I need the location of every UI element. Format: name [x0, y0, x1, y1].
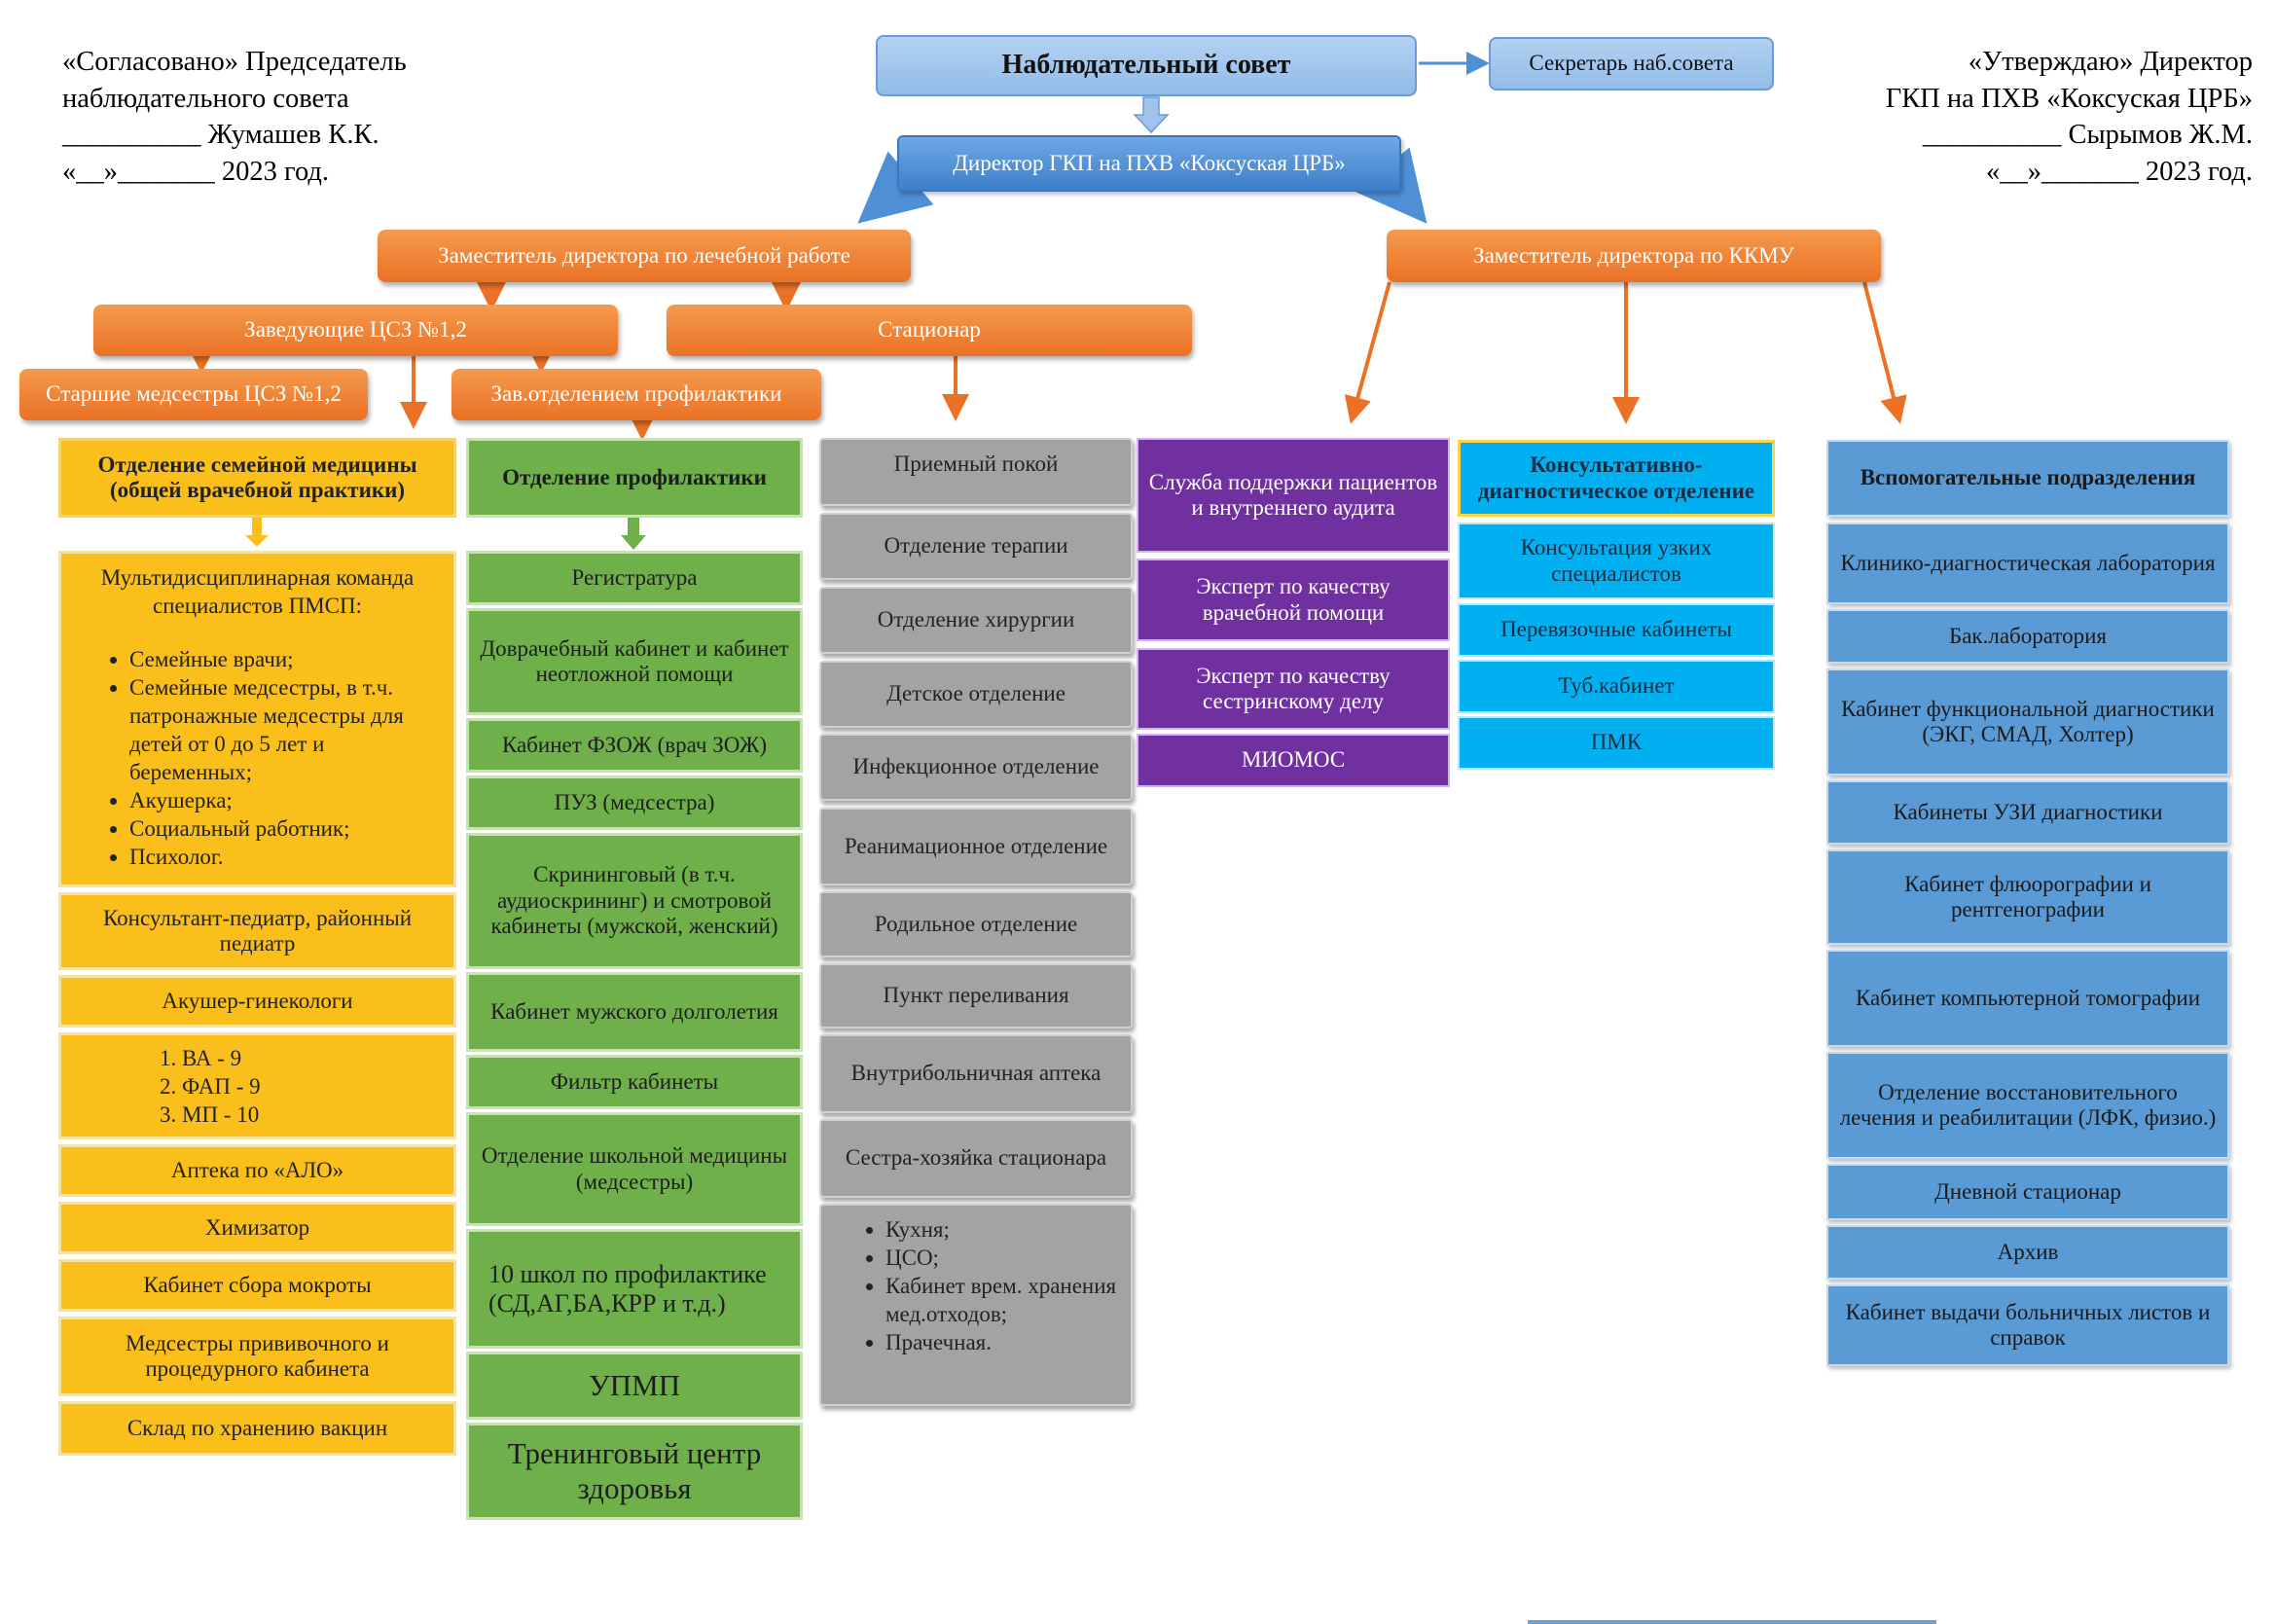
approval-right-line: ГКП на ПХВ «Коксуская ЦРБ» — [1885, 83, 2253, 114]
auxiliary-item: Кабинет выдачи больничных листов и справ… — [1826, 1284, 2229, 1366]
sputum-cabinet-box: Кабинет сбора мокроты — [58, 1259, 456, 1312]
prevention-item: Регистратура — [466, 551, 803, 605]
prevention-item: 10 школ по профилактике (СД,АГ,БА,КРР и … — [466, 1229, 803, 1349]
obstetricians-box: Акушер-гинекологи — [58, 975, 456, 1028]
patient-support-item: Служба поддержки пациентов и внутреннего… — [1137, 438, 1450, 553]
team-member: Акушерка; — [129, 786, 440, 814]
auxiliary-item: Отделение восстановительного лечения и р… — [1826, 1052, 2229, 1159]
hospital-item: Детское отделение — [819, 661, 1133, 728]
csz-heads-box: Заведующие ЦСЗ №1,2 — [93, 305, 618, 356]
deputy-medical-box: Заместитель директора по лечебной работе — [378, 230, 911, 282]
hospital-item: Пункт переливания — [819, 963, 1133, 1029]
facility-item: ФАП - 9 — [182, 1072, 440, 1101]
team-member: Семейные врачи; — [129, 645, 440, 673]
hospital-item: Внутрибольничная аптека — [819, 1034, 1133, 1113]
chemist-box: Химизатор — [58, 1202, 456, 1254]
approval-right-signature: __________ Сырымов Ж.М. — [1922, 120, 2253, 150]
auxiliary-item: Бак.лаборатория — [1826, 609, 2229, 664]
hospital-item: Сестра-хозяйка стационара — [819, 1119, 1133, 1198]
prevention-item: Доврачебный кабинет и кабинет неотложной… — [466, 608, 803, 715]
patient-support-item: МИОМОС — [1137, 734, 1450, 787]
team-member: Социальный работник; — [129, 814, 440, 843]
hospital-item: Отделение хирургии — [819, 587, 1133, 654]
supervisory-council-box: Наблюдательный совет — [876, 35, 1417, 96]
facility-item: МП - 10 — [182, 1101, 440, 1129]
approval-left-line: наблюдательного совета — [62, 83, 349, 114]
facilities-list: ВА - 9 ФАП - 9 МП - 10 — [75, 1044, 440, 1129]
approval-left-date: «__»_______ 2023 год. — [62, 156, 330, 187]
household-item: Прачечная. — [885, 1328, 1119, 1356]
auxiliary-item: Клинико-диагностическая лаборатория — [1826, 523, 2229, 604]
auxiliary-item: Дневной стационар — [1826, 1164, 2229, 1220]
auxiliary-item: Кабинет флюорографии и рентгенографии — [1826, 849, 2229, 945]
prevention-item: Фильтр кабинеты — [466, 1055, 803, 1109]
alo-pharmacy-box: Аптека по «АЛО» — [58, 1144, 456, 1197]
auxiliary-item: Кабинеты УЗИ диагностики — [1826, 780, 2229, 845]
multidisciplinary-team-box: Мультидисциплинарная команда специалисто… — [58, 551, 456, 887]
patient-support-item: Эксперт по качеству врачебной помощи — [1137, 559, 1450, 641]
auxiliary-item: Кабинет компьютерной томографии — [1826, 950, 2229, 1047]
consultative-title: Консультативно-диагностическое отделение — [1458, 440, 1775, 517]
vaccination-nurses-box: Медсестры прививочного и процедурного ка… — [58, 1317, 456, 1396]
prevention-item: ПУЗ (медсестра) — [466, 776, 803, 830]
facility-item: ВА - 9 — [182, 1044, 440, 1072]
family-medicine-title: Отделение семейной медицины (общей враче… — [58, 438, 456, 518]
consultative-item: Туб.кабинет — [1458, 660, 1775, 713]
auxiliary-title: Вспомогательные подразделения — [1826, 440, 2229, 517]
team-member: Психолог. — [129, 843, 440, 871]
hospital-item: Реанимационное отделение — [819, 808, 1133, 885]
hospital-item: Родильное отделение — [819, 891, 1133, 957]
household-item: Кабинет врем. хранения мед.отходов; — [885, 1272, 1119, 1328]
team-intro: Мультидисциплинарная команда специалисто… — [100, 565, 415, 618]
approval-left: «Согласовано» Председатель наблюдательно… — [62, 44, 407, 190]
approval-right-line: «Утверждаю» Директор — [1968, 47, 2253, 77]
patient-support-item: Эксперт по качеству сестринскому делу — [1137, 648, 1450, 730]
consultative-item: Консультация узких специалистов — [1458, 523, 1775, 599]
deputy-quality-box: Заместитель директора по ККМУ — [1387, 230, 1881, 282]
approval-right-date: «__»_______ 2023 год. — [1985, 156, 2253, 187]
prevention-head-box: Зав.отделением профилактики — [452, 369, 821, 420]
prevention-title: Отделение профилактики — [466, 438, 803, 518]
household-item: ЦСО; — [885, 1244, 1119, 1272]
vaccine-storage-box: Склад по хранению вакцин — [58, 1401, 456, 1456]
hospital-item: Приемный покой — [819, 438, 1133, 506]
pediatrician-box: Консультант-педиатр, районный педиатр — [58, 892, 456, 970]
hospital-item: Отделение терапии — [819, 513, 1133, 580]
prevention-item: Тренинговый центр здоровья — [466, 1423, 803, 1520]
consultative-item: ПМК — [1458, 716, 1775, 770]
approval-right: «Утверждаю» Директор ГКП на ПХВ «Коксуск… — [1886, 44, 2253, 190]
consultative-item: Перевязочные кабинеты — [1458, 603, 1775, 657]
household-services-box: Кухня; ЦСО; Кабинет врем. хранения мед.о… — [819, 1204, 1133, 1406]
team-member: Семейные медсестры, в т.ч. патронажные м… — [129, 673, 440, 786]
facilities-box: ВА - 9 ФАП - 9 МП - 10 — [58, 1032, 456, 1139]
senior-nurses-box: Старшие медсестры ЦСЗ №1,2 — [19, 369, 368, 420]
secretary-box: Секретарь наб.совета — [1489, 37, 1774, 90]
footer-divider — [1528, 1620, 1936, 1624]
household-item: Кухня; — [885, 1215, 1119, 1244]
prevention-item: Скрининговый (в т.ч. аудиоскрининг) и см… — [466, 833, 803, 969]
prevention-item: УПМП — [466, 1352, 803, 1420]
director-box: Директор ГКП на ПХВ «Коксуская ЦРБ» — [897, 135, 1401, 192]
auxiliary-item: Архив — [1826, 1225, 2229, 1280]
prevention-item: Кабинет ФЗОЖ (врач ЗОЖ) — [466, 718, 803, 773]
hospital-item: Инфекционное отделение — [819, 734, 1133, 801]
approval-left-signature: __________ Жумашев К.К. — [62, 120, 379, 150]
auxiliary-item: Кабинет функциональной диагностики (ЭКГ,… — [1826, 668, 2229, 776]
hospital-box: Стационар — [667, 305, 1192, 356]
prevention-item: Кабинет мужского долголетия — [466, 972, 803, 1052]
team-members-list: Семейные врачи; Семейные медсестры, в т.… — [75, 645, 440, 871]
prevention-item: Отделение школьной медицины (медсестры) — [466, 1112, 803, 1226]
household-list: Кухня; ЦСО; Кабинет врем. хранения мед.о… — [833, 1215, 1119, 1356]
approval-left-line: «Согласовано» Председатель — [62, 47, 407, 77]
